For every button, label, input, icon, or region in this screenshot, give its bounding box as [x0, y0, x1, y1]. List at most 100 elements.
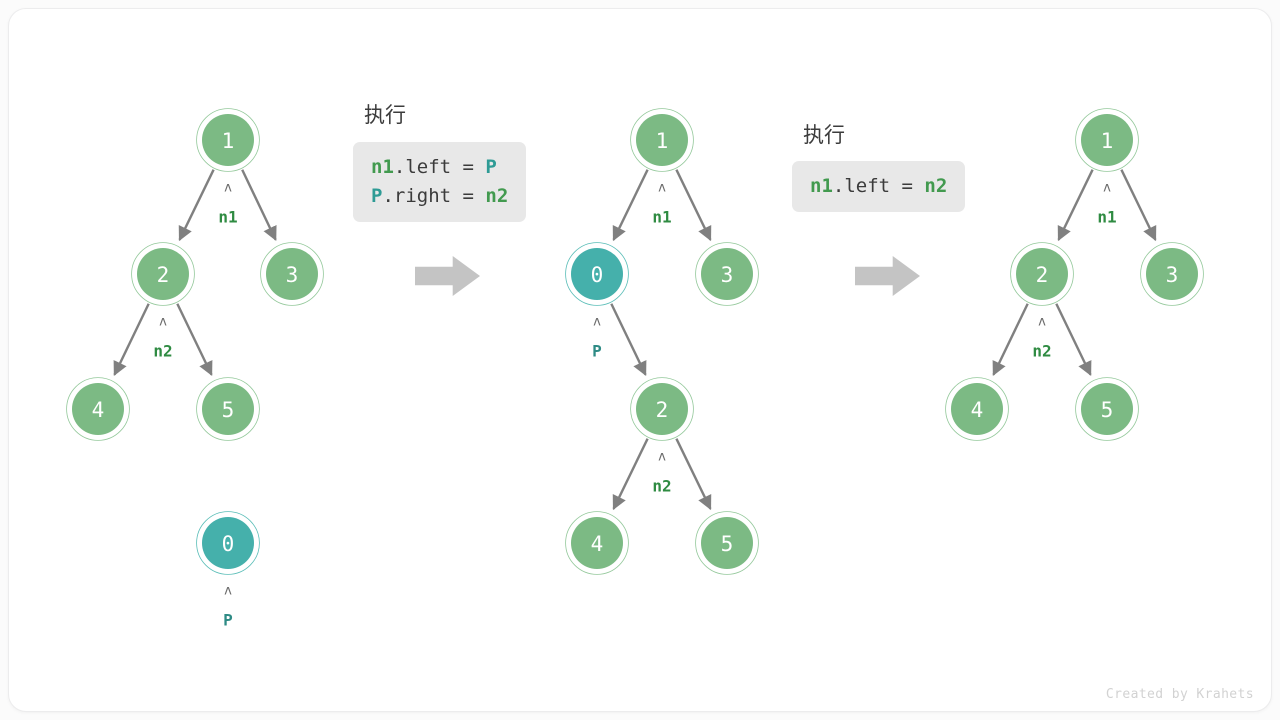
node-circle [202, 383, 254, 435]
pointer-caret-icon: ʌ [593, 315, 601, 330]
node-circle [202, 517, 254, 569]
node-gap-ring [1141, 243, 1203, 305]
node-gap-ring [696, 243, 758, 305]
code-snippet-box: n1.left = n2 [792, 161, 966, 212]
node-gap-ring [566, 243, 628, 305]
tree-node[interactable]: 0 [565, 242, 629, 306]
node-value-label: 4 [971, 398, 984, 422]
node-circle [951, 383, 1003, 435]
node-gap-ring [566, 512, 628, 574]
node-circle [636, 383, 688, 435]
pointer-label: n1 [1097, 208, 1116, 227]
code-line: n1.left = P [371, 153, 508, 182]
code-token: n1 [371, 156, 394, 178]
footer-credit: Created by Krahets [1105, 687, 1254, 702]
pointer-label: P [592, 342, 602, 361]
tree-node[interactable]: 5 [695, 511, 759, 575]
tree-node[interactable]: 5 [196, 377, 260, 441]
tree-node[interactable]: 3 [695, 242, 759, 306]
code-token: .right = [382, 184, 486, 207]
node-circle [137, 248, 189, 300]
pointer-label: n2 [153, 342, 172, 361]
tree-node[interactable]: 2 [630, 377, 694, 441]
code-token: .left = [393, 156, 486, 178]
code-token: n2 [924, 175, 948, 197]
tree-node[interactable]: 4 [565, 511, 629, 575]
node-gap-ring [1011, 243, 1073, 305]
step-arrows-layer [415, 256, 920, 296]
node-value-label: 5 [721, 532, 734, 556]
exec-label: 执行 [364, 104, 406, 127]
node-value-label: 0 [591, 263, 604, 287]
tree-node[interactable]: 2 [131, 242, 195, 306]
node-circle [1081, 114, 1133, 166]
node-circle [571, 248, 623, 300]
node-value-label: 4 [92, 398, 105, 422]
node-gap-ring [261, 243, 323, 305]
node-value-label: 1 [222, 129, 235, 153]
code-line: n1.left = n2 [810, 172, 947, 201]
node-circle [1081, 383, 1133, 435]
node-gap-ring [197, 512, 259, 574]
tree-edge [1057, 169, 1094, 242]
exec-label: 执行 [803, 124, 845, 147]
tree-node[interactable]: 1 [630, 108, 694, 172]
tree-edge [113, 303, 150, 377]
node-gap-ring [631, 109, 693, 171]
tree-edge [178, 169, 215, 242]
node-gap-ring [1076, 109, 1138, 171]
pointer-caret-icon: ʌ [1103, 181, 1111, 196]
node-gap-ring [696, 512, 758, 574]
code-token: P [485, 156, 497, 178]
tree-edge [675, 438, 712, 511]
node-circle [266, 248, 318, 300]
node-value-label: 0 [222, 532, 235, 556]
node-gap-ring [132, 243, 194, 305]
node-value-label: 3 [721, 263, 734, 287]
pointer-label: n1 [652, 208, 671, 227]
pointer-caret-icon: ʌ [159, 315, 167, 330]
node-gap-ring [197, 378, 259, 440]
node-value-label: 1 [1101, 129, 1114, 153]
node-gap-ring [631, 378, 693, 440]
node-value-label: 2 [1036, 263, 1049, 287]
pointer-caret-icon: ʌ [1038, 315, 1046, 330]
node-circle [701, 248, 753, 300]
tree-node[interactable]: 1 [196, 108, 260, 172]
pointer-caret-icon: ʌ [658, 450, 666, 465]
tree-edge [610, 303, 647, 377]
tree-node[interactable]: 0 [196, 511, 260, 575]
tree-edge [241, 169, 277, 242]
node-circle [1016, 248, 1068, 300]
pointer-label: n2 [1032, 342, 1051, 361]
step-transition-arrow-icon [415, 256, 480, 296]
code-token: n2 [485, 184, 509, 207]
pointer-label: P [223, 611, 233, 630]
node-circle [636, 114, 688, 166]
tree-node[interactable]: 3 [1140, 242, 1204, 306]
node-value-label: 5 [1101, 398, 1114, 422]
node-circle [202, 114, 254, 166]
node-value-label: 2 [157, 263, 170, 287]
node-value-label: 1 [656, 129, 669, 153]
tree-edge [176, 303, 213, 377]
tree-node[interactable]: 3 [260, 242, 324, 306]
code-token: .left = [832, 175, 925, 197]
node-gap-ring [1076, 378, 1138, 440]
tree-node[interactable]: 5 [1075, 377, 1139, 441]
tree-node[interactable]: 4 [945, 377, 1009, 441]
node-circle [701, 517, 753, 569]
pointer-caret-icon: ʌ [658, 181, 666, 196]
tree-edge [992, 303, 1029, 377]
tree-node[interactable]: 4 [66, 377, 130, 441]
tree-edge [612, 169, 649, 242]
tree-node[interactable]: 2 [1010, 242, 1074, 306]
code-line: P.right = n2 [371, 182, 508, 211]
tree-node[interactable]: 1 [1075, 108, 1139, 172]
step-transition-arrow-icon [855, 256, 920, 296]
pointer-label: n1 [218, 208, 237, 227]
node-gap-ring [67, 378, 129, 440]
